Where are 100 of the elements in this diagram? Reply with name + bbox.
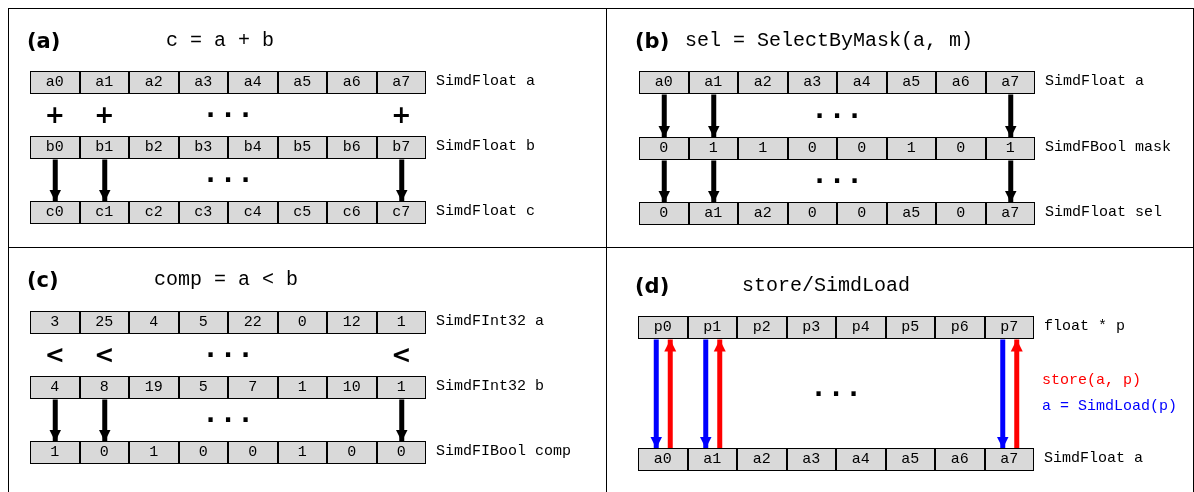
code-label: store(a, p) bbox=[1042, 371, 1142, 390]
lane-value: a1 bbox=[687, 448, 737, 471]
arrow bbox=[664, 339, 677, 449]
arrow bbox=[98, 159, 111, 202]
lane-value: a4 bbox=[228, 71, 278, 94]
type-label: SimdFloat b bbox=[436, 138, 536, 156]
lane-value: 0 bbox=[639, 202, 689, 225]
lane-value: 0 bbox=[79, 441, 129, 464]
lane-value: a6 bbox=[935, 448, 985, 471]
lane-value: c3 bbox=[178, 201, 228, 224]
lane-value: 1 bbox=[738, 137, 788, 160]
arrow bbox=[98, 399, 111, 442]
lane-value: a7 bbox=[985, 202, 1035, 225]
lane-value: 3 bbox=[30, 311, 80, 334]
operator-sign: + bbox=[94, 102, 115, 128]
lane-value: 1 bbox=[376, 311, 426, 334]
ellipsis: · · · bbox=[205, 407, 251, 433]
type-label: SimdFloat sel bbox=[1045, 204, 1163, 222]
formula-title: comp = a < b bbox=[154, 268, 299, 292]
lane-value: 1 bbox=[129, 441, 179, 464]
panel-label: (c) bbox=[27, 268, 59, 292]
lane-value: c6 bbox=[327, 201, 377, 224]
lane-value: 5 bbox=[178, 376, 228, 399]
lane-value: p1 bbox=[687, 316, 737, 339]
lane-value: p0 bbox=[638, 316, 688, 339]
lane-value: 1 bbox=[886, 137, 936, 160]
lane-value: 0 bbox=[277, 311, 327, 334]
lane-value: a0 bbox=[639, 71, 689, 94]
type-label: SimdFInt32 a bbox=[436, 313, 545, 331]
panel bbox=[8, 247, 608, 492]
operator-sign: < bbox=[391, 342, 412, 368]
operator-sign: + bbox=[391, 102, 412, 128]
arrow bbox=[699, 339, 712, 449]
formula-title: c = a + b bbox=[166, 29, 275, 53]
lane-value: b1 bbox=[79, 136, 129, 159]
lane-value: a2 bbox=[737, 448, 787, 471]
lane-value: a4 bbox=[837, 71, 887, 94]
lane-value: b4 bbox=[228, 136, 278, 159]
type-label: SimdFloat a bbox=[436, 73, 536, 91]
lane-value: a3 bbox=[787, 71, 837, 94]
lane-value: p4 bbox=[836, 316, 886, 339]
lane-value: b6 bbox=[327, 136, 377, 159]
lane-value: 1 bbox=[277, 441, 327, 464]
ellipsis: · · · bbox=[814, 102, 860, 129]
arrow bbox=[1004, 160, 1017, 203]
panel bbox=[8, 8, 608, 249]
type-label: SimdFloat a bbox=[1045, 73, 1145, 91]
arrow bbox=[996, 339, 1009, 449]
type-label: SimdFInt32 b bbox=[436, 378, 545, 396]
lane-value: a0 bbox=[30, 71, 80, 94]
lane-value: 0 bbox=[936, 202, 986, 225]
operator-sign: < bbox=[44, 342, 65, 368]
lane-value: a1 bbox=[688, 202, 738, 225]
lane-value: a7 bbox=[376, 71, 426, 94]
ellipsis: · · · bbox=[813, 380, 859, 407]
lane-value: 0 bbox=[327, 441, 377, 464]
lane-value: c1 bbox=[79, 201, 129, 224]
formula-title: store/SimdLoad bbox=[742, 274, 911, 298]
lane-value: a6 bbox=[936, 71, 986, 94]
lane-value: b3 bbox=[178, 136, 228, 159]
lane-value: 8 bbox=[79, 376, 129, 399]
lane-value: p3 bbox=[786, 316, 836, 339]
lane-value: p6 bbox=[935, 316, 985, 339]
ellipsis: · · · bbox=[205, 102, 251, 128]
lane-value: 0 bbox=[837, 202, 887, 225]
ellipsis: · · · bbox=[205, 342, 251, 368]
lane-value: a3 bbox=[786, 448, 836, 471]
arrow bbox=[707, 160, 720, 203]
lane-value: 0 bbox=[178, 441, 228, 464]
lane-value: a5 bbox=[886, 202, 936, 225]
lane-value: c2 bbox=[129, 201, 179, 224]
lane-value: a7 bbox=[984, 448, 1034, 471]
lane-value: a5 bbox=[277, 71, 327, 94]
lane-value: 4 bbox=[30, 376, 80, 399]
lane-value: a2 bbox=[738, 71, 788, 94]
lane-value: 7 bbox=[228, 376, 278, 399]
code-label: a = SimdLoad(p) bbox=[1042, 397, 1178, 416]
lane-value: a5 bbox=[885, 448, 935, 471]
lane-value: a6 bbox=[327, 71, 377, 94]
lane-value: 25 bbox=[79, 311, 129, 334]
lane-value: b2 bbox=[129, 136, 179, 159]
arrow bbox=[49, 399, 62, 442]
arrow bbox=[658, 94, 671, 138]
lane-value: 0 bbox=[837, 137, 887, 160]
arrow bbox=[707, 94, 720, 138]
lane-value: 4 bbox=[129, 311, 179, 334]
lane-value: 0 bbox=[936, 137, 986, 160]
lane-value: 0 bbox=[787, 202, 837, 225]
lane-value: a2 bbox=[129, 71, 179, 94]
lane-value: a0 bbox=[638, 448, 688, 471]
lane-value: a1 bbox=[79, 71, 129, 94]
lane-value: 1 bbox=[30, 441, 80, 464]
type-label: SimdFIBool comp bbox=[436, 443, 572, 461]
arrow bbox=[1010, 339, 1023, 449]
type-label: SimdFloat c bbox=[436, 203, 536, 221]
lane-value: 19 bbox=[129, 376, 179, 399]
arrow bbox=[395, 159, 408, 202]
lane-value: c7 bbox=[376, 201, 426, 224]
lane-value: 10 bbox=[327, 376, 377, 399]
operator-sign: < bbox=[94, 342, 115, 368]
